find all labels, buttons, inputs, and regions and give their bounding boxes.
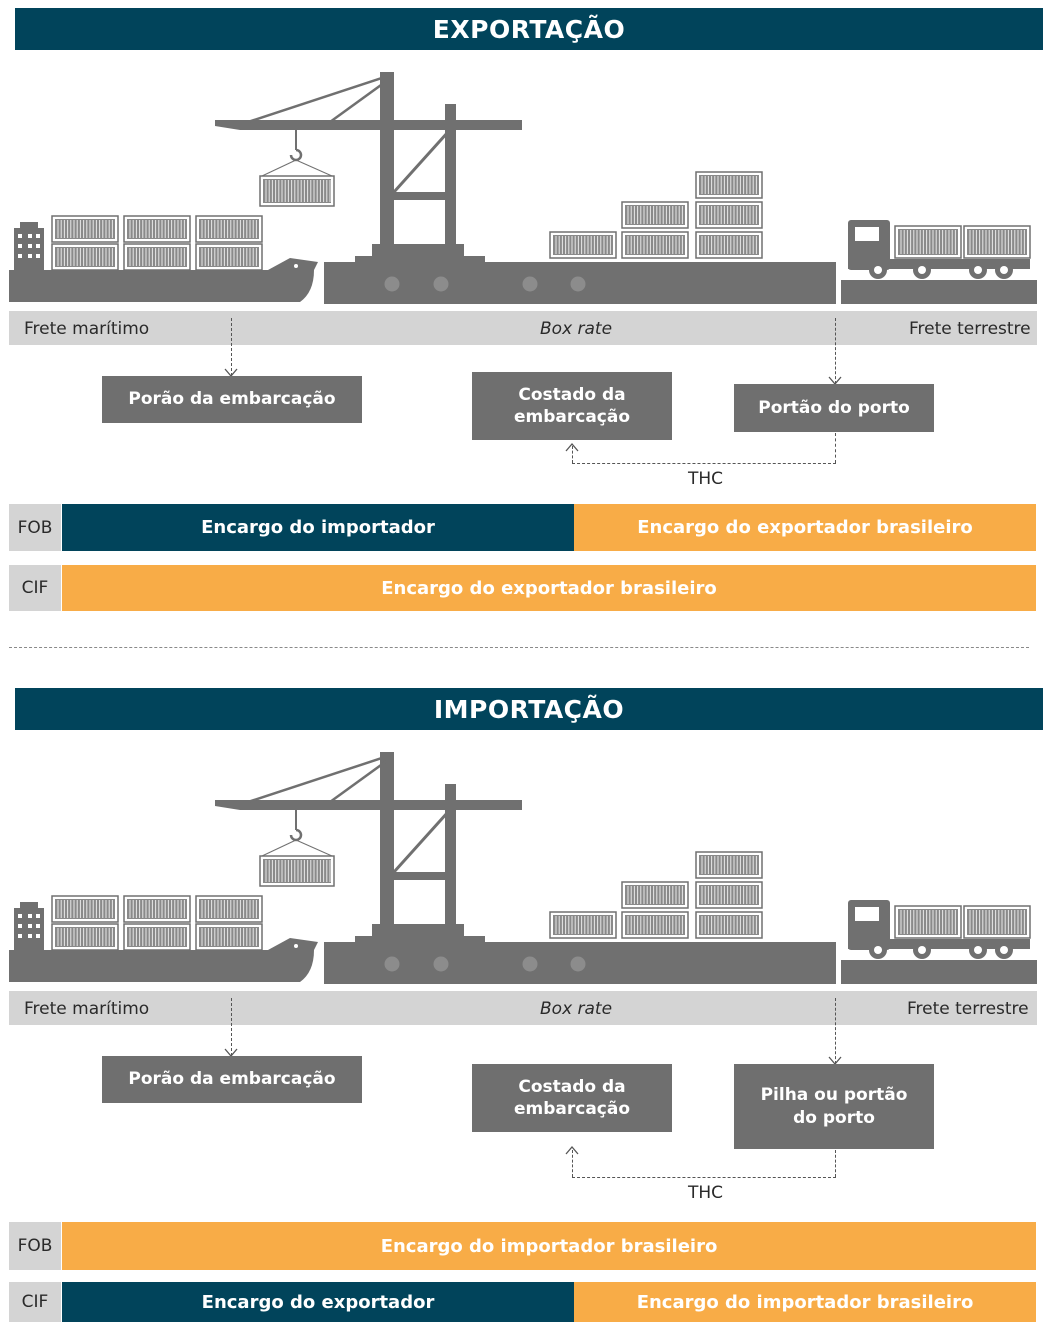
container-icon bbox=[695, 201, 763, 229]
container-icon bbox=[51, 895, 119, 923]
export-fob-importer-bar: Encargo do importador bbox=[62, 504, 574, 551]
container-icon bbox=[621, 911, 689, 939]
ship-icon bbox=[9, 902, 318, 982]
container-icon bbox=[621, 881, 689, 909]
container-icon bbox=[963, 905, 1031, 939]
export-fob-label: FOB bbox=[9, 504, 61, 551]
import-thc-left bbox=[572, 1150, 573, 1177]
container-icon bbox=[123, 923, 191, 951]
export-ship-side-line2: embarcação bbox=[513, 407, 631, 427]
import-freight-strip bbox=[9, 991, 1037, 1025]
container-icon bbox=[549, 231, 617, 259]
export-fob-exporter-text: Encargo do exportador brasileiro bbox=[637, 517, 973, 538]
export-fob-exporter-bar: Encargo do exportador brasileiro bbox=[574, 504, 1036, 551]
container-icon bbox=[259, 175, 335, 207]
crane-icon bbox=[215, 72, 522, 262]
container-icon bbox=[894, 905, 962, 939]
import-thc-arrow-icon bbox=[565, 1146, 579, 1155]
export-port-gate-box: Portão do porto bbox=[734, 384, 934, 432]
container-icon bbox=[123, 243, 191, 271]
export-ship-side-box: Costado da embarcação bbox=[472, 372, 672, 440]
export-ship-side-line1: Costado da bbox=[518, 384, 626, 405]
import-strip-land-freight: Frete terrestre bbox=[907, 999, 1029, 1019]
export-thc-arrow-icon bbox=[565, 443, 579, 452]
container-icon bbox=[259, 855, 335, 887]
export-thc-line bbox=[572, 463, 836, 464]
import-cif-importer-bar: Encargo do importador brasileiro bbox=[574, 1282, 1036, 1322]
import-section: IMPORTAÇÃO Frete marítimo Box rate Frete… bbox=[0, 680, 1051, 1322]
export-strip-box-rate: Box rate bbox=[540, 319, 613, 339]
container-icon bbox=[695, 231, 763, 259]
container-icon bbox=[51, 923, 119, 951]
export-port-line1: Portão do porto bbox=[758, 397, 910, 418]
import-fob-importer-bar: Encargo do importador brasileiro bbox=[62, 1222, 1036, 1270]
import-port-line2: do porto bbox=[793, 1107, 875, 1128]
container-icon bbox=[695, 171, 763, 199]
container-icon bbox=[695, 851, 763, 879]
import-hold-label: Porão da embarcação bbox=[128, 1069, 336, 1090]
export-hold-connector bbox=[231, 318, 232, 376]
container-icon bbox=[123, 215, 191, 243]
container-icon bbox=[549, 911, 617, 939]
container-icon bbox=[123, 895, 191, 923]
import-hold-box: Porão da embarcação bbox=[102, 1056, 362, 1103]
container-icon bbox=[195, 923, 263, 951]
container-icon bbox=[695, 881, 763, 909]
section-divider bbox=[9, 647, 1029, 648]
export-strip-sea-freight: Frete marítimo bbox=[24, 319, 150, 339]
export-cif-label: CIF bbox=[9, 565, 61, 611]
container-icon bbox=[195, 215, 263, 243]
import-ship-side-line1: Costado da bbox=[518, 1076, 626, 1097]
import-port-illustration bbox=[9, 752, 1037, 984]
import-thc-label: THC bbox=[688, 1183, 724, 1203]
ship-icon bbox=[9, 222, 318, 302]
container-icon bbox=[963, 225, 1031, 259]
container-icon bbox=[621, 231, 689, 259]
export-thc-label: THC bbox=[688, 469, 724, 489]
container-icon bbox=[621, 201, 689, 229]
import-title: IMPORTAÇÃO bbox=[15, 688, 1043, 730]
import-fob-importer-text: Encargo do importador brasileiro bbox=[380, 1235, 718, 1257]
export-cif-exporter-bar: Encargo do exportador brasileiro bbox=[62, 565, 1036, 611]
import-cif-label: CIF bbox=[9, 1282, 61, 1322]
import-strip-box-rate: Box rate bbox=[540, 999, 613, 1019]
export-freight-strip bbox=[9, 311, 1037, 345]
import-thc-right bbox=[835, 1150, 836, 1177]
container-icon bbox=[695, 911, 763, 939]
import-fob-label: FOB bbox=[9, 1222, 61, 1270]
truck-icon bbox=[848, 900, 1030, 959]
import-cif-exporter-bar: Encargo do exportador bbox=[62, 1282, 574, 1322]
import-cif-exporter-text: Encargo do exportador bbox=[201, 1291, 435, 1313]
export-hold-box: Porão da embarcação bbox=[102, 376, 362, 423]
container-icon bbox=[51, 243, 119, 271]
export-strip-land-freight: Frete terrestre bbox=[909, 319, 1031, 339]
container-icon bbox=[51, 215, 119, 243]
import-ship-side-box: Costado da embarcação bbox=[472, 1064, 672, 1132]
import-ship-side-line2: embarcação bbox=[513, 1099, 631, 1119]
export-thc-left bbox=[572, 446, 573, 463]
container-icon bbox=[195, 895, 263, 923]
export-hold-label: Porão da embarcação bbox=[128, 389, 336, 410]
import-strip-sea-freight: Frete marítimo bbox=[24, 999, 150, 1019]
export-title: EXPORTAÇÃO bbox=[15, 8, 1043, 50]
export-port-illustration bbox=[9, 72, 1037, 304]
export-port-connector bbox=[835, 318, 836, 384]
export-cif-exporter-text: Encargo do exportador brasileiro bbox=[381, 577, 717, 599]
quay-icon bbox=[324, 262, 1037, 304]
truck-icon bbox=[848, 220, 1030, 279]
crane-icon bbox=[215, 752, 522, 942]
export-fob-importer-text: Encargo do importador bbox=[201, 517, 435, 538]
import-cif-importer-text: Encargo do importador brasileiro bbox=[636, 1291, 974, 1313]
export-thc-right bbox=[835, 433, 836, 463]
import-port-connector bbox=[835, 998, 836, 1064]
container-icon bbox=[195, 243, 263, 271]
import-port-stack-box: Pilha ou portão do porto bbox=[734, 1064, 934, 1149]
import-port-line1: Pilha ou portão bbox=[760, 1085, 908, 1106]
export-section: EXPORTAÇÃO Frete marítimo Box rate Frete… bbox=[0, 0, 1051, 620]
quay-icon bbox=[324, 942, 1037, 984]
container-icon bbox=[894, 225, 962, 259]
import-thc-line bbox=[572, 1177, 836, 1178]
import-hold-connector bbox=[231, 998, 232, 1056]
